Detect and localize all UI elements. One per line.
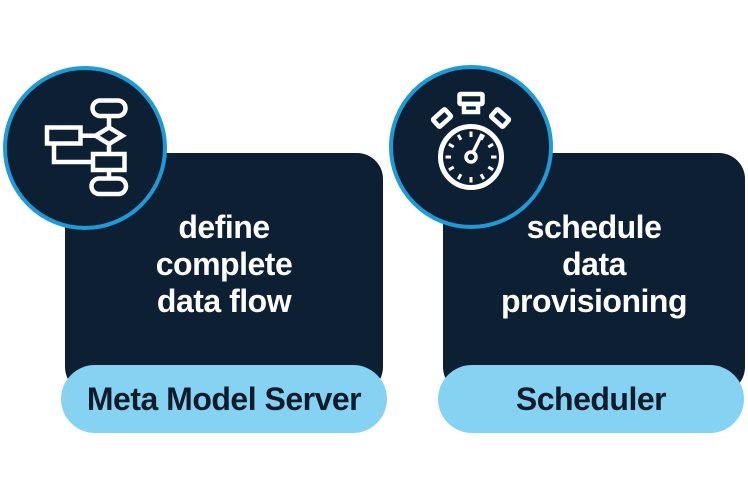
card-text-line: schedule <box>526 209 662 245</box>
card-text-line: define <box>178 209 270 245</box>
stopwatch-icon <box>430 91 512 190</box>
card-description: define complete data flow <box>65 209 383 320</box>
label-pill-meta-model-server[interactable]: Meta Model Server <box>61 365 387 433</box>
card-text-line: provisioning <box>501 283 688 319</box>
card-text-line: complete <box>155 246 293 282</box>
flowchart-icon <box>44 98 129 197</box>
card-text-line: data flow <box>156 283 292 319</box>
icon-badge-scheduler <box>389 65 553 229</box>
card-meta-model-server: define complete data flow <box>65 153 383 393</box>
label-pill-scheduler[interactable]: Scheduler <box>438 365 744 433</box>
card-text-line: data <box>562 246 626 282</box>
card-description: schedule data provisioning <box>443 209 745 320</box>
icon-badge-meta-model-server <box>3 66 167 230</box>
